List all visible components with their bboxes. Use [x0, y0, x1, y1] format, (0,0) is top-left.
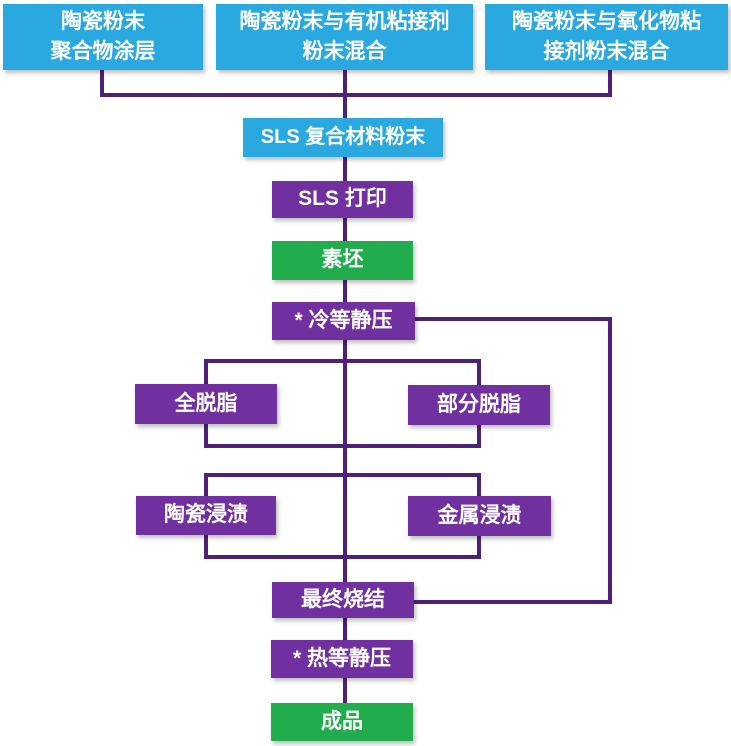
connector-debind-bottom-bar — [204, 444, 481, 448]
connector-main-vertical — [343, 70, 347, 705]
node-hot-isostatic-pressing: * 热等静压 — [271, 640, 413, 678]
node-metal-infiltration: 金属浸渍 — [408, 496, 551, 536]
connector-infiltrate-bottom-bar — [204, 555, 481, 559]
node-powder-coating: 陶瓷粉末 聚合物涂层 — [3, 4, 203, 70]
node-organic-binder-mix: 陶瓷粉末与有机粘接剂 粉末混合 — [216, 4, 473, 70]
connector-infiltrate-top-bar — [204, 473, 481, 477]
connector-bypass-bottom-h — [414, 600, 612, 604]
node-ceramic-infiltration: 陶瓷浸渍 — [136, 496, 276, 535]
node-green-body: 素坯 — [272, 241, 413, 280]
connector-bypass-top-h — [414, 317, 612, 321]
node-finished-product: 成品 — [271, 703, 413, 741]
connector-debind-top-bar — [204, 359, 481, 363]
node-sls-composite-powder: SLS 复合材料粉末 — [243, 118, 443, 157]
connector-bypass-vertical — [608, 317, 612, 604]
connector-top-left-stub — [100, 70, 104, 97]
node-sls-printing: SLS 打印 — [272, 181, 413, 218]
node-oxide-binder-mix: 陶瓷粉末与氧化物粘 接剂粉末混合 — [485, 4, 728, 70]
connector-top-merge-bar — [100, 93, 612, 97]
connector-top-right-stub — [608, 70, 612, 97]
node-partial-debinding: 部分脱脂 — [408, 385, 550, 425]
node-full-debinding: 全脱脂 — [135, 384, 277, 424]
node-cold-isostatic-pressing: * 冷等静压 — [272, 302, 415, 340]
node-final-sintering: 最终烧结 — [272, 582, 414, 618]
